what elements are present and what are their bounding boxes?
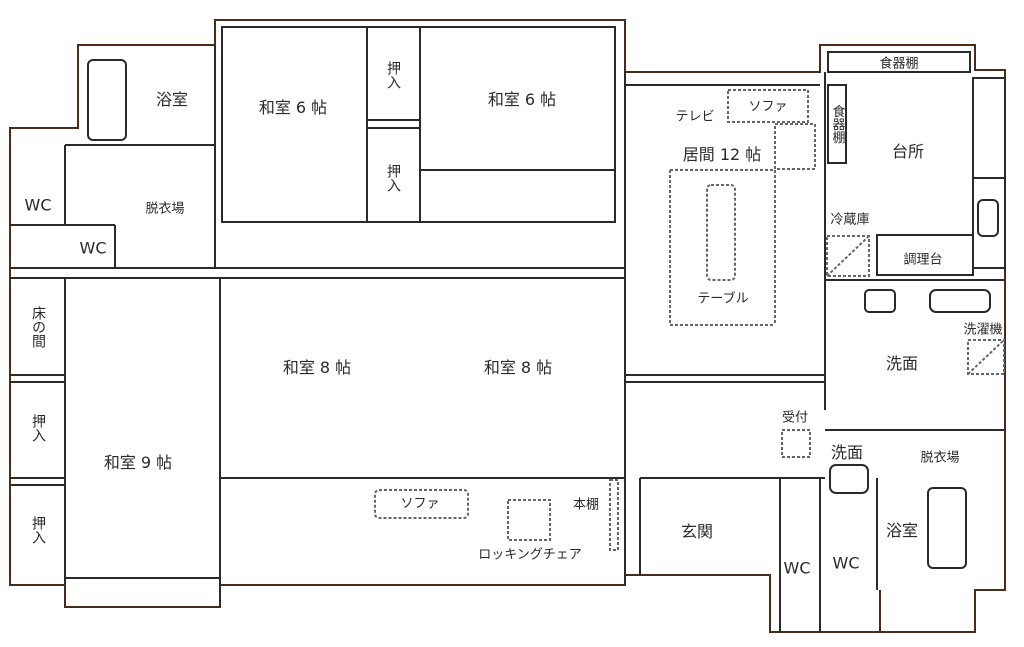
inner-walls: [10, 26, 1006, 632]
room-label-wc: WC: [783, 558, 811, 578]
room-label-bath: 浴室: [155, 90, 189, 109]
fridge-label: 冷蔵庫: [830, 212, 870, 228]
bookshelf-label: 本棚: [572, 497, 600, 513]
dish-shelf-label: 食器棚: [879, 56, 919, 72]
counter-label: 調理台: [903, 252, 943, 268]
room-label-wc: WC: [832, 553, 860, 573]
room-label-washroom: 洗面: [885, 354, 919, 373]
room-label-washbasin: 洗面: [830, 443, 864, 462]
room-label-dressing: 脱衣場: [920, 450, 960, 466]
outer-walls: [9, 19, 1006, 633]
room-label-washitsu6-right: 和室 6 帖: [487, 90, 557, 109]
room-label-washitsu8-left: 和室 8 帖: [282, 358, 352, 377]
table-label: テーブル: [697, 291, 749, 307]
room-label-oshiire: 押入: [30, 414, 46, 442]
room-label-bath: 浴室: [885, 521, 919, 540]
tv-label: テレビ: [675, 109, 715, 125]
sofa-label: ソファ: [748, 99, 788, 115]
washing-machine-label: 洗濯機: [963, 322, 1003, 338]
furniture-dotted: [374, 89, 1005, 551]
room-label-tokonoma: 床の間: [30, 306, 46, 348]
rocking-chair-label: ロッキングチェア: [478, 547, 582, 563]
room-label-wc: WC: [79, 238, 107, 258]
room-label-dressing: 脱衣場: [145, 201, 185, 217]
room-label-washitsu6-left: 和室 6 帖: [258, 98, 328, 117]
room-label-washitsu9: 和室 9 帖: [103, 453, 173, 472]
room-label-oshiire: 押入: [385, 61, 401, 89]
room-label-wc: WC: [24, 195, 52, 215]
reception-label: 受付: [781, 410, 809, 426]
room-label-kitchen: 台所: [891, 142, 925, 161]
room-label-oshiire: 押入: [30, 516, 46, 544]
room-label-oshiire: 押入: [385, 164, 401, 192]
room-label-washitsu8-right: 和室 8 帖: [483, 358, 553, 377]
sofa-label: ソファ: [400, 496, 440, 512]
room-label-entrance: 玄関: [680, 522, 714, 541]
dish-shelf-label: 食器棚: [829, 104, 845, 144]
room-label-living: 居間 12 帖: [682, 145, 762, 164]
